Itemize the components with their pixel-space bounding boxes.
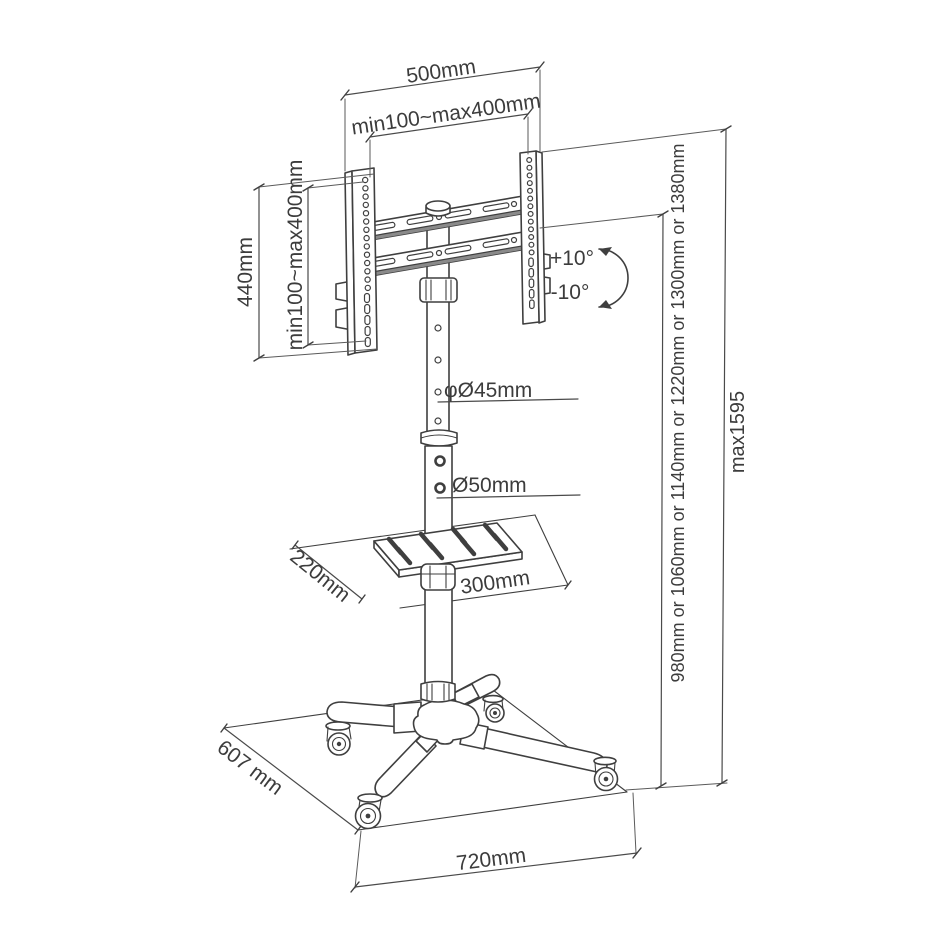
tilt-rotation-arrow	[598, 247, 629, 309]
caster-back-right	[482, 694, 505, 723]
tilt-clamp-collar	[419, 277, 458, 303]
left-vesa-rail	[344, 167, 378, 356]
label-base-width: 720mm	[455, 844, 527, 875]
caster-base	[325, 673, 619, 830]
caster-back-left	[325, 721, 352, 756]
pole-base-collar	[420, 680, 456, 703]
label-tilt-down: -10°	[551, 281, 590, 304]
right-vesa-rail	[519, 150, 546, 325]
label-tilt-up: +10°	[550, 247, 594, 270]
caster-front-right	[593, 756, 619, 792]
label-upper-pole-diameter: φØ45mm	[444, 379, 532, 402]
locking-knob	[425, 200, 451, 217]
label-shelf-width: 300mm	[459, 566, 532, 599]
label-max-height: max1595	[727, 391, 749, 473]
label-lower-pole-diameter: Ø50mm	[452, 474, 527, 497]
right-rail-holes	[526, 157, 535, 310]
label-vesa-height: min100~max400mm	[284, 160, 307, 351]
shelf-clamp	[420, 563, 456, 591]
lower-bar-slots	[359, 236, 518, 270]
label-vesa-width: min100~max400mm	[350, 90, 542, 140]
telescope-joint-collar	[420, 429, 458, 447]
label-top-width: 500mm	[405, 55, 478, 88]
vesa-crossbars	[349, 195, 524, 281]
label-bracket-height: 440mm	[234, 237, 257, 307]
label-height-options: 980mm or 1060mm or 1140mm or 1220mm or 1…	[668, 144, 688, 683]
dimension-labels: 500mm min100~max400mm 440mm min100~max40…	[213, 55, 749, 875]
shelf-slots	[386, 522, 509, 566]
shelf	[373, 522, 523, 591]
label-shelf-depth: 220mm	[286, 545, 355, 607]
dimension-lines	[220, 61, 732, 893]
caster-front-left	[354, 793, 383, 830]
extension-lines	[258, 69, 728, 889]
left-rail-holes	[362, 176, 371, 348]
